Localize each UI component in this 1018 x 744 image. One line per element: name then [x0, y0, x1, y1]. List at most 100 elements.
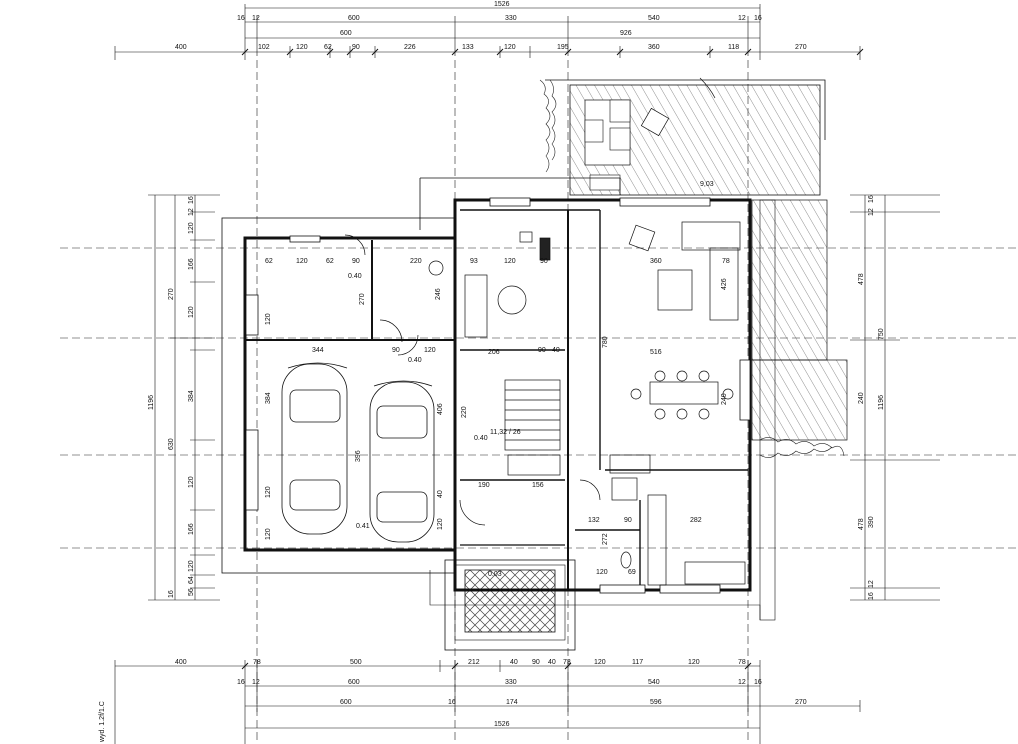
dim-label: 190 — [478, 482, 490, 489]
dim-label: 16 — [754, 679, 762, 686]
furniture — [344, 221, 746, 586]
side-note: wyd. 1.2f/1.C — [99, 701, 106, 743]
dim-label: 270 — [359, 293, 366, 305]
dim-label: 90 — [392, 347, 400, 354]
terrace-top — [545, 77, 826, 196]
dim-label: 62 — [265, 258, 273, 265]
interior-walls — [245, 209, 748, 590]
dim-label: 330 — [505, 15, 517, 22]
dim-label: 344 — [312, 347, 324, 354]
dim-label: 272 — [602, 533, 609, 545]
dim-label: 90 — [624, 517, 632, 524]
dim-label: 240 — [858, 392, 865, 404]
dim-label: 750 — [878, 328, 885, 340]
terrace-right — [751, 199, 848, 441]
dim-label: 120 — [296, 44, 308, 51]
dim-label: 120 — [265, 486, 272, 498]
dim-label: 62 — [324, 44, 332, 51]
shrubs — [539, 79, 845, 458]
dim-label: 120 — [265, 528, 272, 540]
dim-label: 90 — [352, 44, 360, 51]
entrance-porch — [444, 559, 576, 651]
dim-label: 396 — [355, 450, 362, 462]
dim-label: 516 — [650, 349, 662, 356]
dim-label: 0.41 — [356, 523, 370, 530]
dim-label: 630 — [168, 438, 175, 450]
dim-label: 90 — [532, 659, 540, 666]
dim-label: 120 — [504, 44, 516, 51]
bottom-dimension-labels: 400 78 500 212 40 90 40 73 120 117 120 7… — [175, 659, 807, 728]
dim-label: 90 — [540, 258, 548, 265]
dim-label: 40 — [548, 659, 556, 666]
dim-label: 62 — [326, 258, 334, 265]
dim-label: 12 — [252, 679, 260, 686]
dim-label: 220 — [410, 258, 422, 265]
dim-label: 0.03 — [488, 571, 502, 578]
dim-label: 40 — [437, 490, 444, 498]
dim-label: 246 — [435, 288, 442, 300]
right-dimension-labels: 1196 478 750 478 16 12 240 390 12 16 — [858, 195, 885, 600]
dim-label: 600 — [348, 679, 360, 686]
dim-label: 12 — [252, 15, 260, 22]
dim-total-bottom: 1526 — [494, 721, 510, 728]
dim-label: 0.40 — [348, 273, 362, 280]
dim-label: 596 — [650, 699, 662, 706]
dim-label: 120 — [265, 313, 272, 325]
dim-label: 93 — [470, 258, 478, 265]
dim-label: 390 — [868, 516, 875, 528]
dim-label: 16 — [168, 590, 175, 598]
dim-label: 478 — [858, 518, 865, 530]
dim-label: 120 — [437, 518, 444, 530]
dim-label: 270 — [168, 288, 175, 300]
dim-label: 120 — [188, 476, 195, 488]
dim-label: 117 — [632, 659, 643, 666]
right-dimensions — [850, 194, 940, 601]
dim-label: 56 — [188, 588, 195, 596]
dim-label: 120 — [296, 258, 308, 265]
dim-label: 600 — [348, 15, 360, 22]
dim-label: 11,32 / 26 — [490, 429, 521, 436]
left-dimensions — [148, 194, 220, 601]
dim-label: 384 — [265, 392, 272, 404]
dim-label: 120 — [688, 659, 700, 666]
dim-label: 40 — [510, 659, 518, 666]
dim-label: 270 — [795, 699, 807, 706]
dim-label: 120 — [188, 560, 195, 572]
dim-label: 90 — [538, 347, 546, 354]
dim-label: 240 — [721, 393, 728, 405]
dim-label: 118 — [728, 44, 739, 51]
dim-label: 64 — [188, 576, 195, 584]
dim-label: 12 — [188, 208, 195, 216]
dim-label: 132 — [588, 517, 600, 524]
dim-label: 406 — [437, 403, 444, 415]
dim-label: 540 — [648, 679, 660, 686]
dim-label: 330 — [505, 679, 517, 686]
dim-label: 1196 — [148, 395, 155, 410]
dim-label: 16 — [448, 699, 456, 706]
dim-label: 166 — [188, 523, 195, 535]
interior-dimensions: 62 120 62 90 220 93 120 90 360 78 0.40 2… — [265, 181, 730, 578]
dim-label: 78 — [722, 258, 730, 265]
dim-label: 16 — [868, 195, 875, 203]
dim-label: 16 — [237, 679, 245, 686]
car-right — [369, 380, 435, 543]
dim-label: 780 — [602, 336, 609, 348]
building-walls — [221, 177, 776, 621]
dim-label: 478 — [858, 273, 865, 285]
dim-label: 270 — [795, 44, 807, 51]
dim-label: 400 — [175, 44, 187, 51]
dim-label: 120 — [188, 306, 195, 318]
dim-label: 120 — [594, 659, 606, 666]
dim-label: 226 — [404, 44, 416, 51]
dim-label: 120 — [424, 347, 436, 354]
car-left — [281, 362, 348, 535]
dimension-ticks — [241, 48, 864, 670]
dim-label: 16 — [868, 592, 875, 600]
dim-label: 102 — [258, 44, 270, 51]
dim-label: 360 — [648, 44, 660, 51]
dim-label: 166 — [188, 258, 195, 270]
dim-label: 220 — [461, 406, 468, 418]
dim-label: 90 — [352, 258, 360, 265]
dim-label: 12 — [868, 208, 875, 216]
